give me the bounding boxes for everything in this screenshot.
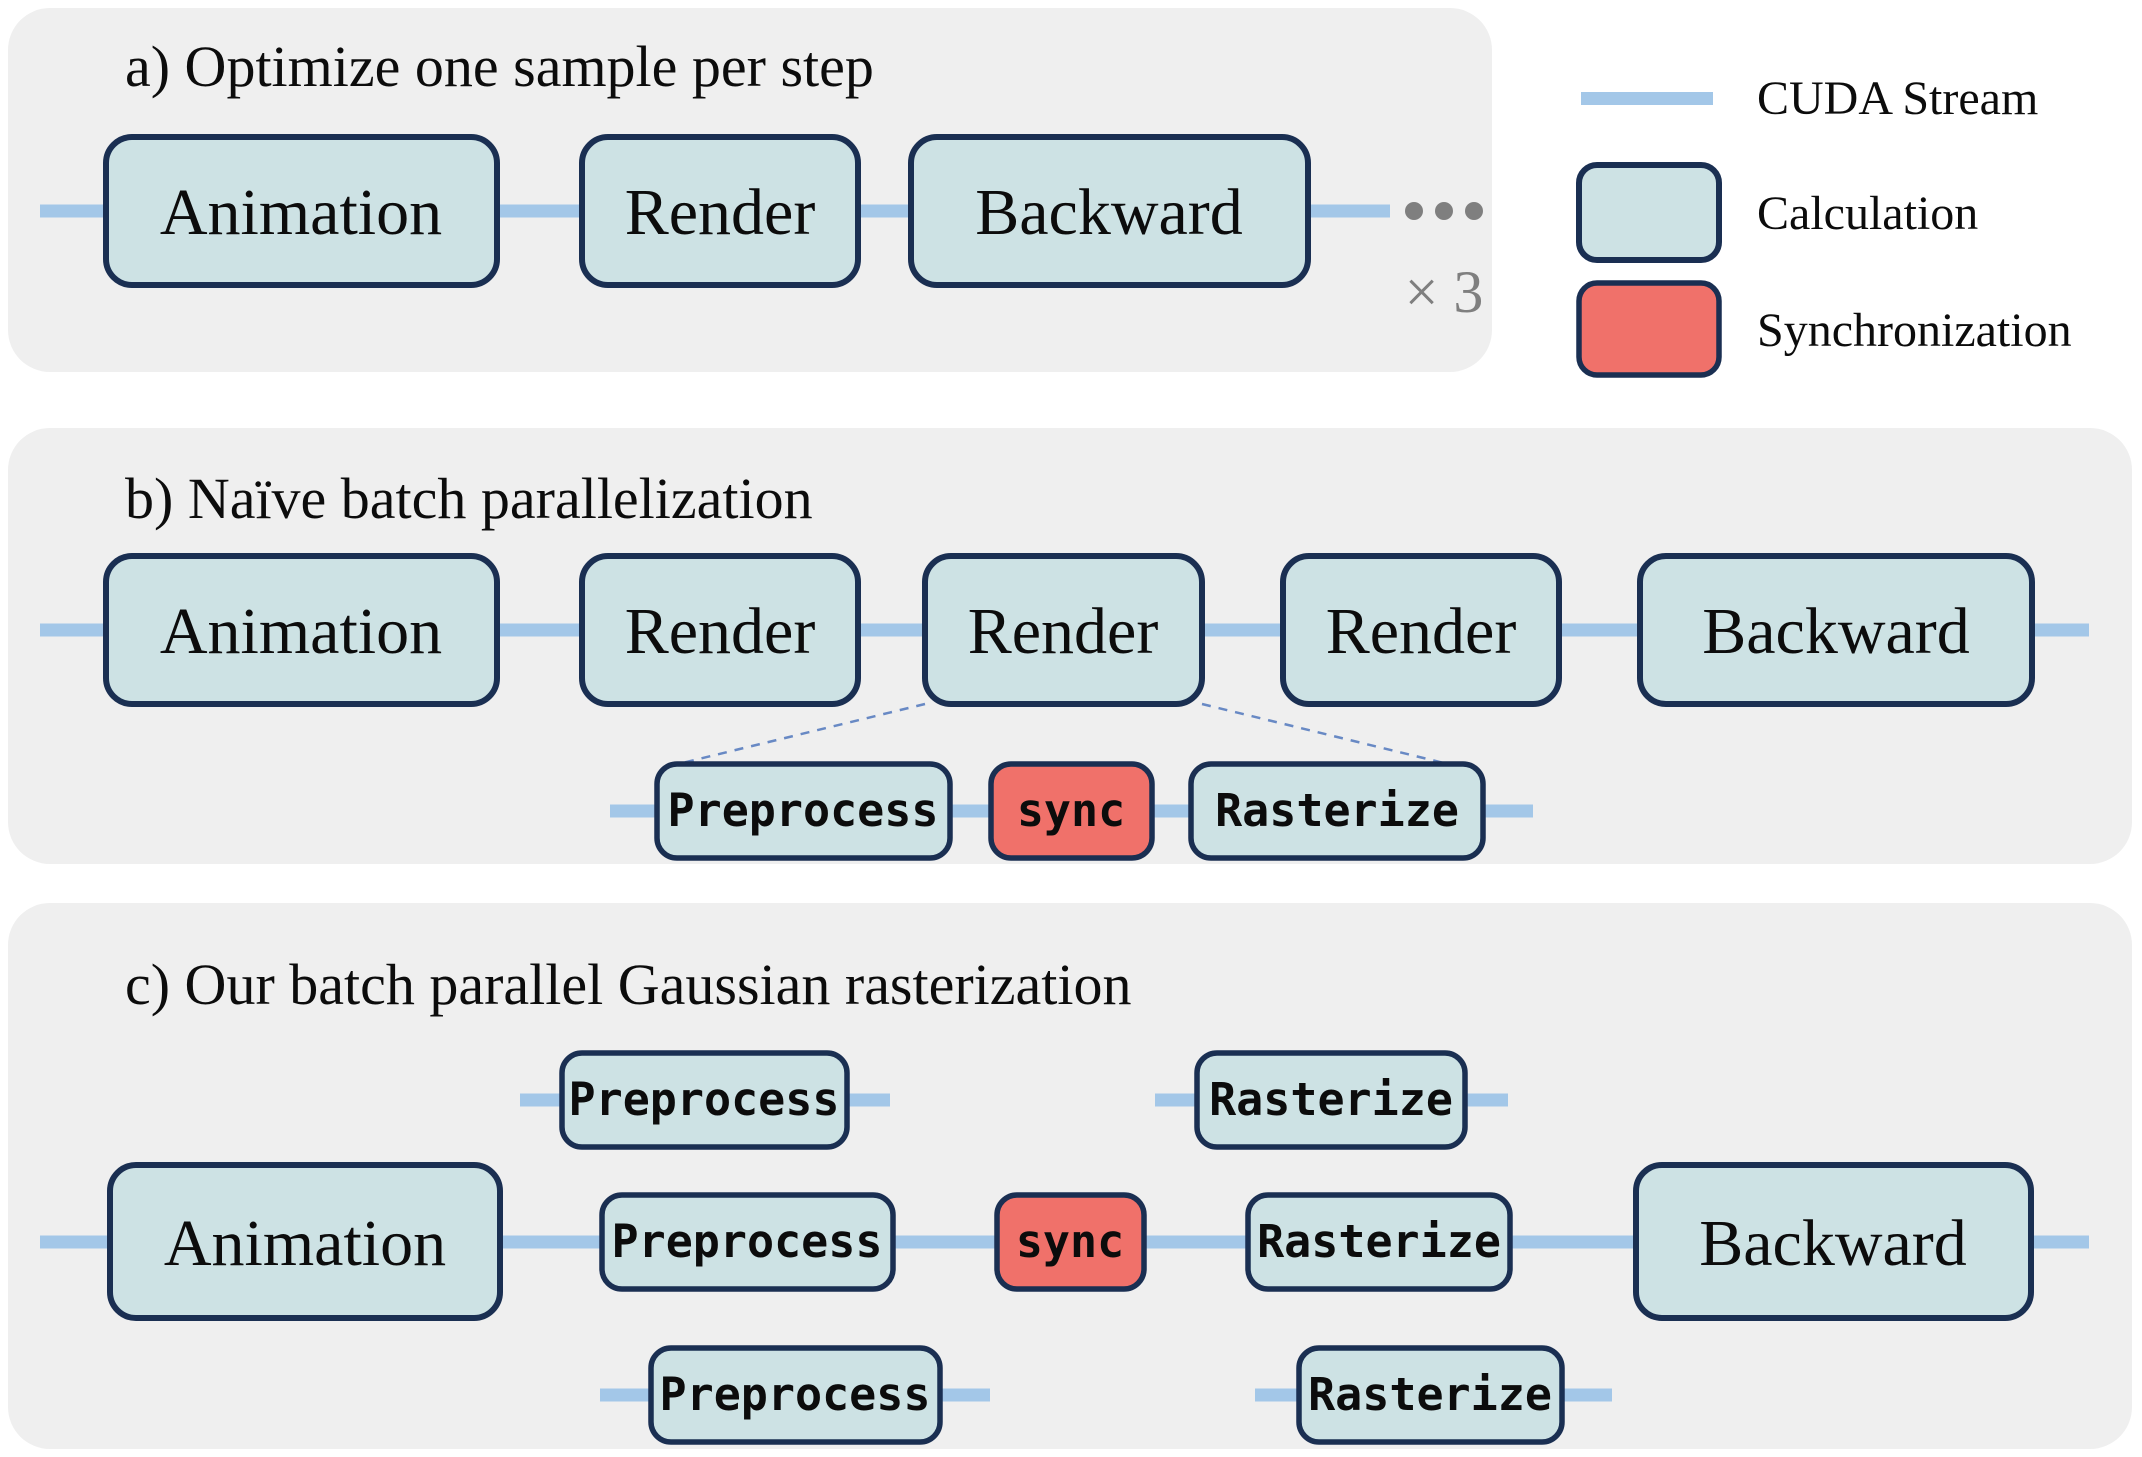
legend-synchronization-label: Synchronization [1757, 304, 2072, 357]
panel-c-top-rasterize-box [1194, 1050, 1468, 1150]
panel-b-animation-box [103, 553, 500, 707]
panel-c-title: c) Our batch parallel Gaussian rasteriza… [125, 952, 1132, 1017]
panel-a-backward-box [908, 134, 1311, 288]
legend-cuda-stream-label: CUDA Stream [1757, 72, 2038, 125]
panel-b-render2-label: Render [968, 595, 1159, 668]
legend-calculation-label: Calculation [1757, 187, 1978, 240]
panel-b-preprocess-box [654, 761, 953, 861]
panel-b-preprocess-label: Preprocess [668, 784, 939, 837]
panel-c-top-preprocess-box [559, 1050, 850, 1150]
panel-c-bottom-preprocess-box [648, 1345, 943, 1445]
panel-c-mid-preprocess-box [599, 1192, 896, 1292]
panel-c-bottom-preprocess-label: Preprocess [660, 1368, 931, 1421]
ellipsis-dots-icon [1405, 202, 1483, 220]
ellipsis-dot [1435, 202, 1453, 220]
panel-c-mid-rasterize-label: Rasterize [1257, 1215, 1501, 1268]
panel-b-sync-box [988, 761, 1155, 861]
legend-synchronization-swatch [1576, 280, 1722, 378]
panel-c-background [8, 903, 2132, 1449]
panel-c-mid-rasterize-box [1245, 1192, 1513, 1292]
panel-c-animation-label: Animation [164, 1207, 446, 1280]
legend-calculation-swatch [1576, 162, 1722, 263]
panel-c-top-rasterize-label: Rasterize [1209, 1073, 1453, 1126]
expansion-dashed-line-left [677, 702, 926, 766]
panel-c-backward-box [1633, 1162, 2034, 1321]
ellipsis-dot [1405, 202, 1423, 220]
panel-b-render3-label: Render [1326, 595, 1517, 668]
panel-a-repeat-label: × 3 [1405, 259, 1484, 325]
panel-b-render2-box [922, 553, 1205, 707]
panel-c-top-preprocess-label: Preprocess [569, 1073, 840, 1126]
panel-b-title: b) Naïve batch parallelization [125, 466, 813, 531]
panel-b-backward-label: Backward [1702, 595, 1970, 668]
panel-c-mid-preprocess-label: Preprocess [612, 1215, 883, 1268]
panel-b-backward-box [1637, 553, 2035, 707]
panel-c-bottom-rasterize-label: Rasterize [1308, 1368, 1552, 1421]
panel-c-bottom-rasterize-box [1296, 1345, 1565, 1445]
panel-a-backward-label: Backward [975, 176, 1243, 249]
panel-c-sync-box [994, 1192, 1147, 1292]
panel-b-render3-box [1280, 553, 1562, 707]
panel-b-render1-box [579, 553, 861, 707]
expansion-dashed-line-right [1201, 702, 1449, 766]
panel-b-render1-label: Render [625, 595, 816, 668]
panel-c-sync-label: sync [1016, 1215, 1124, 1268]
panel-c-backward-label: Backward [1699, 1207, 1967, 1280]
panel-b-sync-label: sync [1017, 784, 1125, 837]
panel-b-animation-label: Animation [160, 595, 442, 668]
panel-a-title: a) Optimize one sample per step [125, 34, 874, 99]
panel-a-render-label: Render [625, 176, 816, 249]
panel-c-animation-box [107, 1162, 503, 1321]
panel-a-render-box [579, 134, 861, 288]
panel-a-animation-box [103, 134, 500, 288]
panel-b-rasterize-box [1188, 761, 1486, 861]
panel-a-animation-label: Animation [160, 176, 442, 249]
ellipsis-dot [1465, 202, 1483, 220]
legend-cuda-stream-swatch [1581, 92, 1713, 105]
panel-b-rasterize-label: Rasterize [1215, 784, 1459, 837]
